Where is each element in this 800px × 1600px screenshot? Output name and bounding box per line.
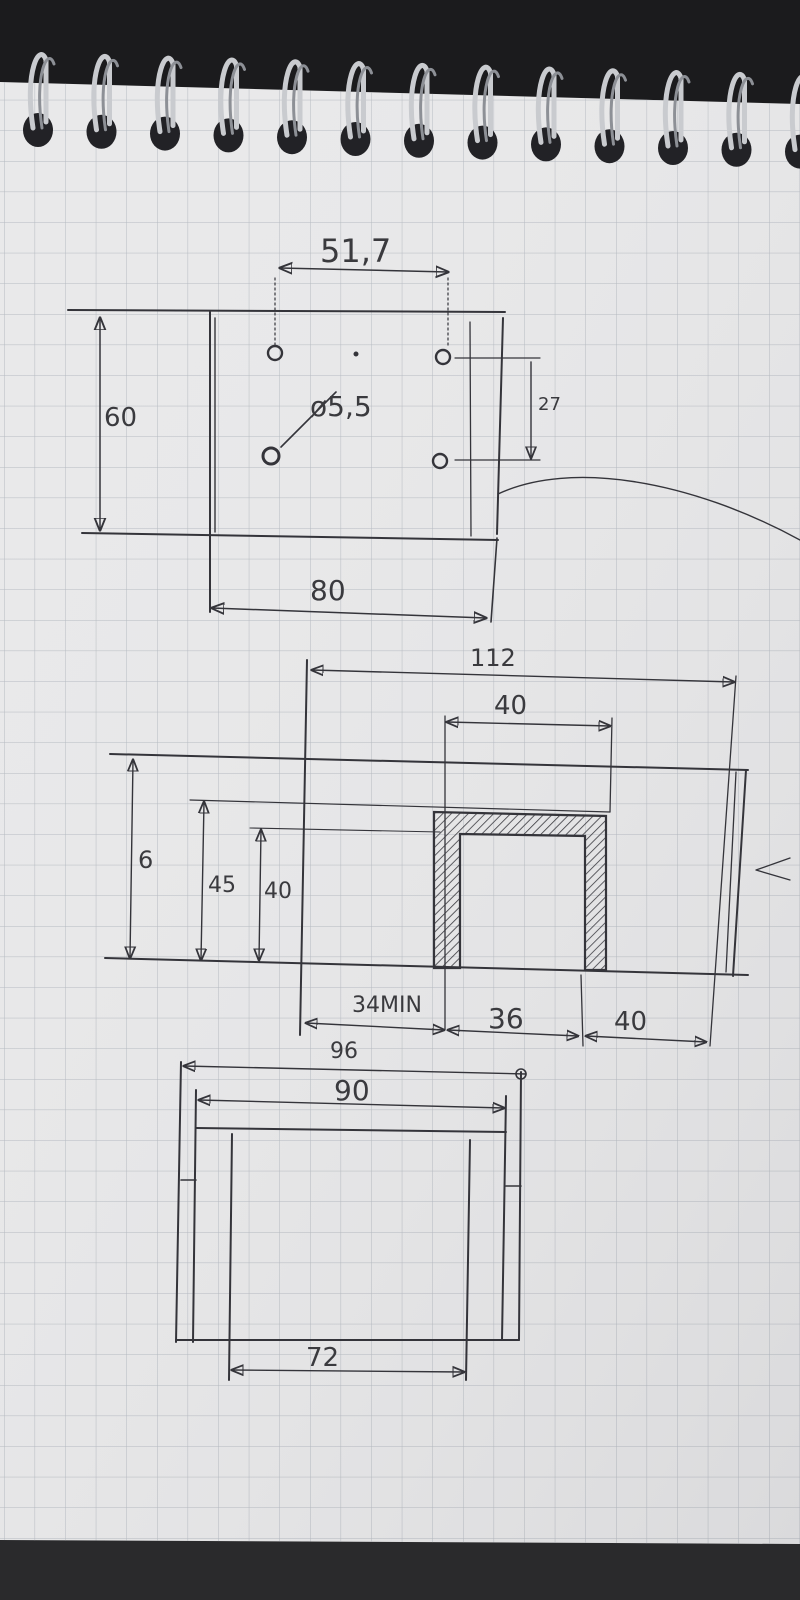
binding-ring xyxy=(599,68,620,147)
right-margin-dimension xyxy=(586,1036,706,1042)
slot-inner-right-extension xyxy=(580,974,584,1047)
binding-ring xyxy=(281,59,303,138)
label-height: 60 xyxy=(104,403,137,433)
binding-ring-shadow xyxy=(101,58,119,132)
slot-width-dimension xyxy=(447,722,610,726)
label-base-width: 72 xyxy=(306,1343,339,1373)
base-right-edge xyxy=(465,1139,471,1381)
label-outer-width: 96 xyxy=(330,1039,358,1064)
binding-ring-shadow xyxy=(228,62,246,135)
slot-inner-width-dimension xyxy=(448,1030,578,1036)
slot-right-extension xyxy=(609,717,613,813)
base-width-dimension xyxy=(232,1370,464,1372)
curved-reference-arrow xyxy=(497,476,800,541)
side-arrow-mark xyxy=(755,857,791,881)
inner-width-dimension xyxy=(199,1100,504,1108)
outer-right-edge xyxy=(518,1071,522,1341)
inner-reference-line xyxy=(249,827,441,833)
binding-ring-shadow xyxy=(736,76,754,150)
left-clearance-dimension xyxy=(306,1023,444,1030)
outer-left-edge xyxy=(175,1061,182,1343)
front-top-line xyxy=(109,753,749,771)
outer-width-dimension xyxy=(184,1066,527,1075)
inner-left-edge xyxy=(192,1089,197,1343)
dimension-labels: 51,7 60 ø5,5 27 80 112 40 6 45 40 34MIN … xyxy=(104,232,647,1373)
label-height-mid: 45 xyxy=(208,873,236,898)
u-channel-section xyxy=(432,810,608,972)
bottom-view-drawing xyxy=(175,1061,527,1381)
binding-ring-shadow xyxy=(482,69,500,143)
binding-ring xyxy=(726,71,747,151)
width-dimension xyxy=(212,608,486,618)
label-height-total: 6 xyxy=(138,846,153,874)
label-width: 80 xyxy=(310,574,346,607)
bottom-edge-line xyxy=(81,532,499,541)
binding-ring xyxy=(408,62,430,142)
base-left-edge xyxy=(228,1133,233,1381)
binding-ring-shadow xyxy=(673,75,691,148)
label-left-clearance: 34MIN xyxy=(352,993,422,1018)
binding-ring xyxy=(345,61,366,140)
mid-reference-line xyxy=(189,799,611,813)
center-mark xyxy=(353,351,359,357)
binding-ring-shadow xyxy=(609,73,627,146)
binding-ring xyxy=(472,64,493,144)
label-right-margin: 40 xyxy=(614,1007,647,1037)
binding-ring xyxy=(91,53,112,133)
right-extension-line xyxy=(490,537,498,623)
notebook-page xyxy=(0,82,800,1544)
desk-bottom-strip xyxy=(0,1540,800,1600)
hole-spacing-dimension xyxy=(280,268,448,272)
binding-ring xyxy=(662,70,684,149)
top-view-drawing xyxy=(67,268,800,623)
binding-ring-shadow xyxy=(292,64,310,137)
binding-ring-shadow xyxy=(546,71,564,144)
overall-width-dimension xyxy=(312,670,734,682)
front-right-extension xyxy=(709,675,737,1047)
front-left-line xyxy=(299,659,308,1036)
binding-ring-shadow xyxy=(165,60,183,134)
label-hole-diameter: ø5,5 xyxy=(310,390,372,423)
binding-ring-shadow xyxy=(355,66,373,139)
front-right-line xyxy=(732,769,747,977)
label-hole-spacing: 51,7 xyxy=(320,232,391,270)
hole-diameter-leader xyxy=(280,391,337,448)
binding-ring xyxy=(789,75,800,153)
binding-ring xyxy=(535,66,557,145)
label-inner-width: 90 xyxy=(334,1074,370,1107)
label-slot-width: 40 xyxy=(494,691,527,721)
label-overall-width: 112 xyxy=(470,644,516,672)
dimension-end-circle xyxy=(515,1068,527,1080)
front-bottom-line xyxy=(104,957,749,976)
hole-bottom-left xyxy=(261,446,281,466)
label-height-inner: 40 xyxy=(264,879,292,904)
hole-top-right xyxy=(434,348,452,366)
binding-ring xyxy=(27,52,49,131)
label-hole-offset: 27 xyxy=(538,394,561,415)
hole-top-left xyxy=(266,344,284,362)
height-inner-dimension xyxy=(259,830,261,960)
front-view-drawing xyxy=(104,659,791,1047)
label-slot-inner-width: 36 xyxy=(488,1002,524,1035)
spiral-binding xyxy=(23,52,800,169)
front-right-inner-line xyxy=(725,771,737,973)
binding-ring xyxy=(154,55,176,135)
binding-ring-shadow xyxy=(419,67,437,141)
height-mid-dimension xyxy=(201,802,204,960)
bottom-view-top-line xyxy=(195,1127,507,1133)
binding-ring xyxy=(218,57,239,136)
binding-ring-shadow xyxy=(38,57,56,130)
right-edge-line xyxy=(496,317,504,535)
height-total-dimension xyxy=(130,760,133,958)
top-edge-line xyxy=(67,309,506,313)
inner-right-edge xyxy=(501,1095,507,1341)
hole-bottom-right xyxy=(431,452,449,470)
